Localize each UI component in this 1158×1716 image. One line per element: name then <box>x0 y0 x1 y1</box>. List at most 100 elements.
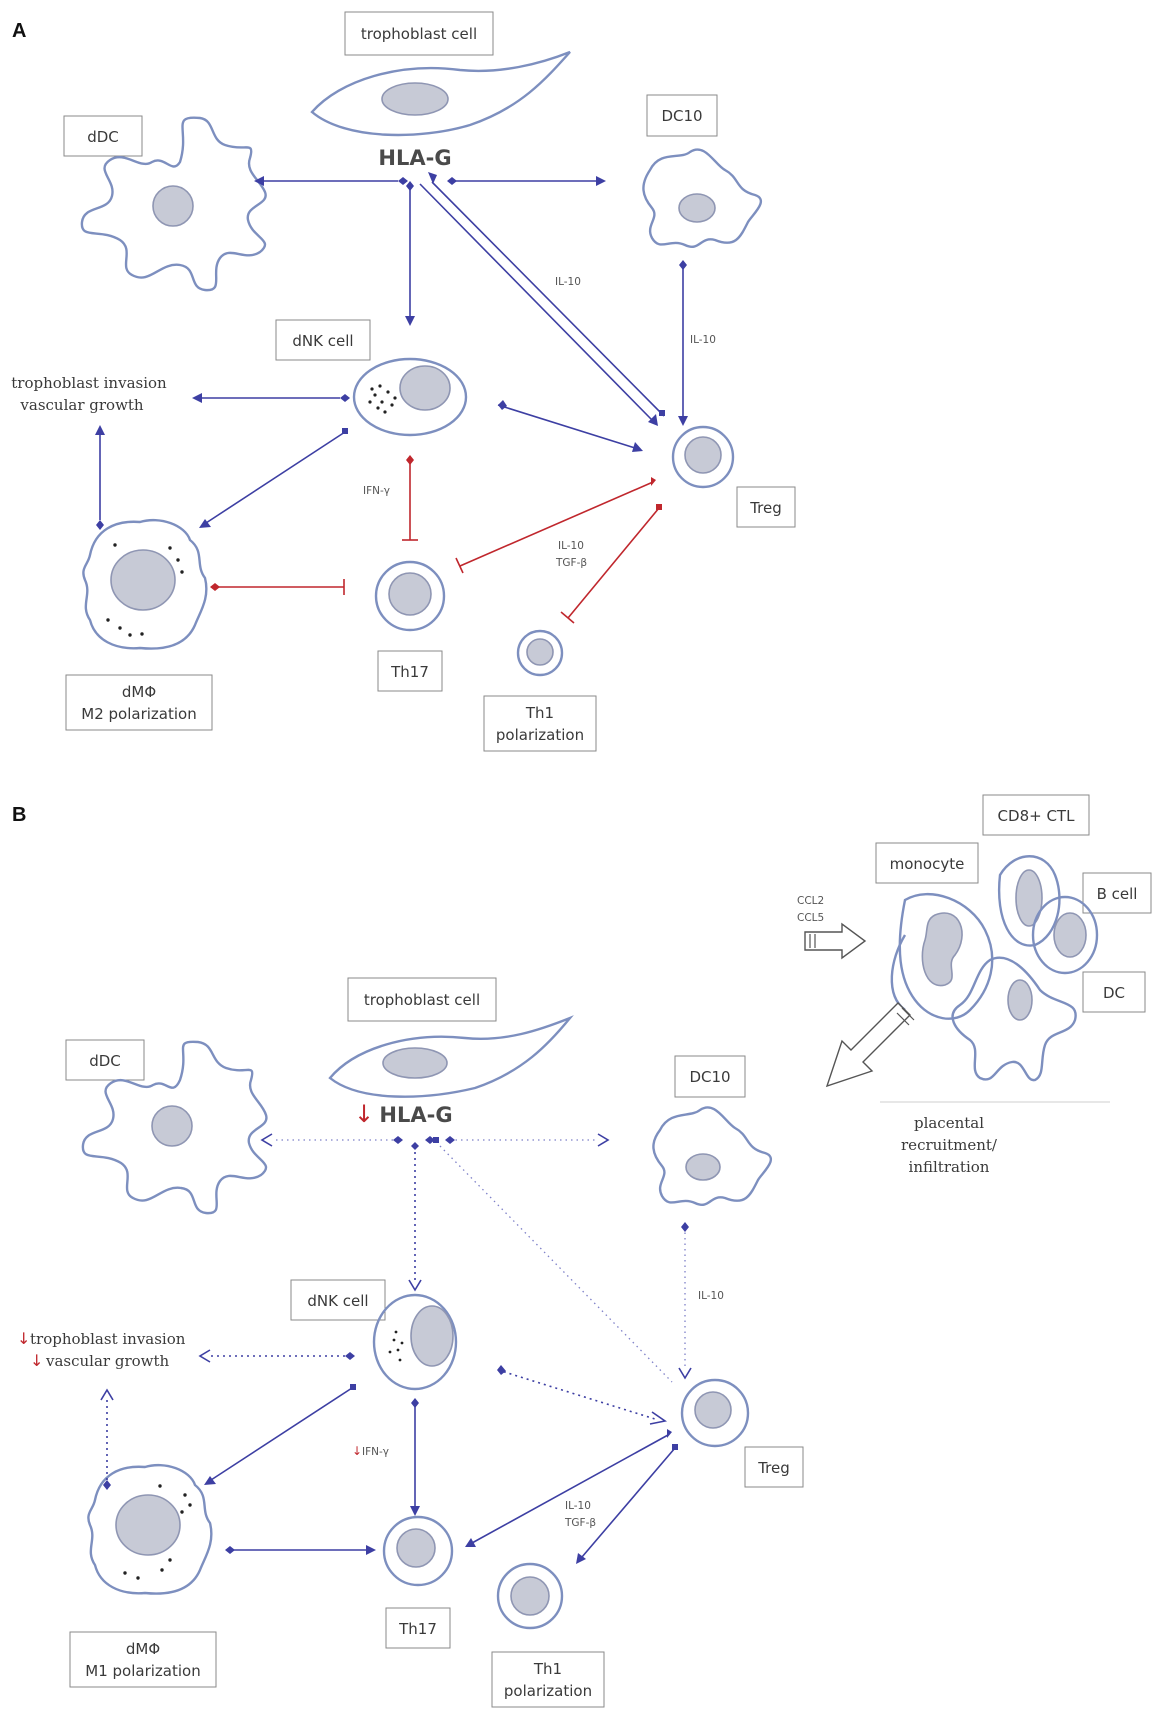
dc10-label-b: DC10 <box>689 1068 730 1086</box>
dnk-nucleus-a <box>399 365 451 411</box>
trophoblast-nucleus-b <box>382 1047 448 1079</box>
panel-a-letter: A <box>12 20 26 42</box>
th17-box-b <box>385 1607 451 1649</box>
th17-cell-b: Th17 <box>382 1515 454 1649</box>
ccl5-label: CCL5 <box>797 912 824 924</box>
arrow-treg-th1-b <box>581 1447 676 1558</box>
panel-b: B monocyte CD8+ CTL B cell DC CCL2 CCL5 <box>12 794 1152 1708</box>
dc10-shape-a <box>642 148 762 248</box>
inhibit-treg-th1-a <box>567 507 660 619</box>
dmphi-shape-b <box>87 1463 213 1595</box>
dc10-box-a <box>646 94 718 137</box>
ddc-label-a: dDC <box>87 128 119 146</box>
monocyte-shape <box>898 892 994 1020</box>
dmphi-granules-a <box>106 543 184 637</box>
treg-label-b: Treg <box>757 1459 790 1477</box>
svg-text:↓: ↓ <box>352 1444 362 1458</box>
trophoblast-shape-b <box>328 1015 574 1098</box>
cd8-nucleus <box>1015 869 1043 927</box>
dnk-granules-a <box>368 384 397 414</box>
dmphi-label-a: dMΦ <box>122 683 156 701</box>
th1-cell-a: Th1 polarization <box>483 629 597 752</box>
dc-nucleus <box>1007 979 1033 1021</box>
dc10-label-a: DC10 <box>661 107 702 125</box>
trophoblast-label-a: trophoblast cell <box>361 25 477 43</box>
th1-membrane-a <box>516 629 564 677</box>
dnk-nucleus-b <box>410 1305 454 1367</box>
treg-box-b <box>744 1446 804 1488</box>
bcell-label: B cell <box>1097 885 1138 903</box>
cd8-shape <box>997 855 1061 947</box>
dmphi-nucleus-b <box>115 1494 181 1556</box>
il10-label-b-1: IL-10 <box>698 1290 724 1302</box>
dnk-label-b: dNK cell <box>307 1292 368 1310</box>
dmphi-label-b: dMΦ <box>126 1640 160 1658</box>
dc10-cell-a: DC10 <box>642 94 762 248</box>
th17-membrane-a <box>374 560 446 632</box>
arrow-dnk-treg-b <box>497 1369 656 1420</box>
dnk-label-a: dNK cell <box>292 332 353 350</box>
invasion-label-b: trophoblast invasion <box>30 1330 186 1348</box>
recruitment-label-1: placental <box>914 1114 984 1132</box>
arrow-hla-treg-a-1 <box>419 183 653 421</box>
panel-a: A trophoblast cell HLA-G dDC DC10 dNK ce… <box>11 11 796 752</box>
ddc-shape-b <box>81 1040 268 1215</box>
dnk-cell-b: dNK cell <box>290 1279 458 1391</box>
th1-box-b <box>491 1651 605 1708</box>
th1-label2-b: polarization <box>504 1682 592 1700</box>
inhibit-treg-th17-a <box>459 481 654 567</box>
dmphi-nucleus-a <box>110 549 176 611</box>
ifn-label-b: IFN-γ <box>362 1446 389 1458</box>
ddc-cell-a: dDC <box>63 115 267 292</box>
hla-g-label-a: HLA-G <box>378 146 451 170</box>
th17-membrane-b <box>382 1515 454 1587</box>
trophoblast-nucleus-a <box>381 82 449 116</box>
ddc-box-a <box>63 115 143 157</box>
hla-g-label-b: HLA-G <box>379 1103 452 1127</box>
ddc-box-b <box>65 1039 145 1081</box>
dnk-box-a <box>275 319 371 361</box>
arrows-b <box>100 1133 692 1564</box>
dc-box <box>1082 971 1146 1013</box>
arrow-dnk-dmphi-a <box>205 431 346 524</box>
arrow-dnk-treg-a <box>497 404 636 449</box>
invasion-label-a: trophoblast invasion <box>11 374 167 392</box>
monocyte-label: monocyte <box>890 855 965 873</box>
dnk-box-b <box>290 1279 386 1321</box>
treg-nucleus-a <box>684 436 722 474</box>
dnk-cell-a: dNK cell <box>275 319 468 437</box>
bcell-box <box>1082 872 1152 914</box>
tgf-label-b: TGF-β <box>564 1517 596 1529</box>
ccl2-label: CCL2 <box>797 895 824 907</box>
ccl-recruit-arrow <box>804 922 867 960</box>
trophoblast-box-a <box>344 11 494 56</box>
recruitment-label-3: infiltration <box>909 1158 990 1176</box>
dmphi-shape-a <box>82 518 208 650</box>
dc-shape <box>951 956 1077 1082</box>
th1-label-a: Th1 <box>525 704 554 722</box>
il10-label-a-3: IL-10 <box>558 540 584 552</box>
infiltration-arrow <box>825 1002 911 1088</box>
dnk-granules-b <box>388 1330 404 1362</box>
ddc-nucleus-b <box>151 1105 193 1147</box>
ddc-shape-a <box>80 116 267 292</box>
panel-b-letter: B <box>12 804 26 826</box>
arrow-hla-treg-b <box>439 1145 673 1383</box>
dc10-nucleus-a <box>678 193 716 223</box>
ifn-label-a: IFN-γ <box>363 485 390 497</box>
th1-cell-b: Th1 polarization <box>491 1562 605 1708</box>
th17-nucleus-a <box>388 572 432 616</box>
il10-label-a-1: IL-10 <box>555 276 581 288</box>
arrow-treg-th17-b <box>471 1434 669 1544</box>
dc10-shape-b <box>652 1106 772 1206</box>
dmphi-cell-b: dMΦ M1 polarization <box>69 1463 217 1688</box>
dnk-membrane-a <box>352 357 468 437</box>
dc-label: DC <box>1103 984 1125 1002</box>
growth-label-b: vascular growth <box>45 1352 170 1370</box>
trophoblast-shape-a <box>310 50 571 137</box>
monocyte-box <box>875 842 979 884</box>
th1-label-b: Th1 <box>533 1660 562 1678</box>
th1-box-a <box>483 695 597 752</box>
arrow-hla-treg-a-2 <box>431 181 665 417</box>
